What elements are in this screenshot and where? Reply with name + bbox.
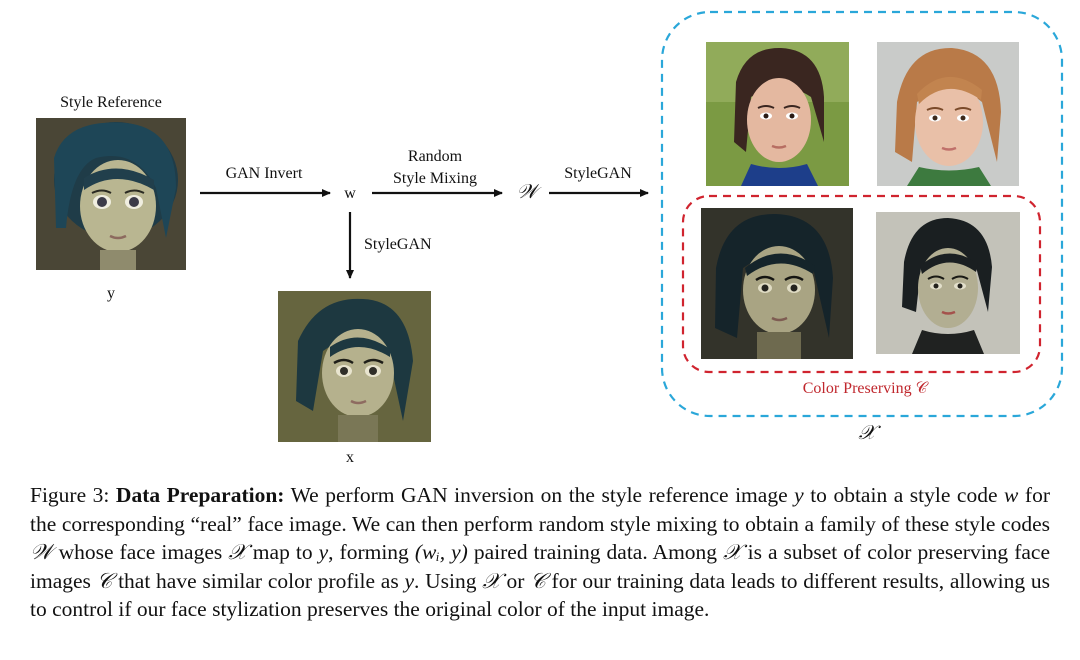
caption-math-y: y bbox=[404, 568, 414, 593]
style-reference-label: Style Reference bbox=[60, 94, 162, 111]
diagram-lines bbox=[200, 10, 1064, 418]
caption-text: to obtain a style code bbox=[803, 483, 1005, 507]
caption-text: for the corresponding “real” face image.… bbox=[30, 483, 1050, 536]
color-preserving-label: Color Preserving 𝒞 bbox=[802, 380, 928, 397]
gan-invert-label: GAN Invert bbox=[225, 165, 303, 182]
caption-text: . Using bbox=[413, 568, 483, 593]
caption-math-C: 𝒞 bbox=[530, 568, 546, 593]
x-label: x bbox=[346, 449, 354, 466]
real-face-1-image bbox=[706, 42, 849, 186]
caption-text: or bbox=[500, 568, 531, 593]
caption-title: Data Preparation: bbox=[115, 483, 285, 507]
figure-caption: Figure 3: Data Preparation: We perform G… bbox=[30, 481, 1050, 624]
W-symbol: 𝒲 bbox=[516, 181, 538, 203]
color-preserving-face-1-image bbox=[701, 208, 853, 359]
caption-text: map to bbox=[246, 540, 319, 564]
caption-math-pair: (wᵢ, y) bbox=[414, 540, 468, 564]
caption-math-W: 𝒲 bbox=[30, 540, 53, 564]
color-preserving-face-2-image bbox=[876, 212, 1020, 354]
style-mixing-label: Style Mixing bbox=[392, 170, 477, 187]
caption-text: whose face images bbox=[52, 540, 229, 564]
X-symbol: 𝒳 bbox=[858, 422, 876, 444]
color-preserving-dashed-box bbox=[681, 194, 1042, 374]
stylegan-down-label: StyleGAN bbox=[364, 236, 432, 253]
caption-text: We perform GAN inversion on the style re… bbox=[284, 483, 795, 507]
style-reference-image bbox=[36, 118, 186, 270]
caption-text: , forming bbox=[328, 540, 415, 564]
stylegan-output-x-image bbox=[278, 291, 431, 442]
w-label: w bbox=[344, 185, 356, 202]
caption-math-X: 𝒳 bbox=[723, 540, 742, 564]
caption-prefix: Figure 3: bbox=[30, 483, 116, 507]
real-face-2-image bbox=[877, 42, 1019, 186]
random-label: Random bbox=[407, 148, 463, 165]
x-set-dashed-box bbox=[660, 10, 1064, 418]
caption-math-X: 𝒳 bbox=[482, 568, 501, 593]
caption-math-X: 𝒳 bbox=[228, 540, 247, 564]
caption-math-w: w bbox=[1004, 483, 1019, 507]
stylegan-right-label: StyleGAN bbox=[564, 165, 632, 182]
caption-text: paired training data. Among bbox=[467, 540, 724, 564]
caption-text: is a subset of color preserving face ima… bbox=[30, 540, 1050, 593]
caption-math-C: 𝒞 bbox=[96, 568, 113, 593]
caption-math-y: y bbox=[318, 540, 329, 564]
caption-text: that have similar color profile as bbox=[112, 568, 405, 593]
y-label: y bbox=[107, 285, 115, 302]
caption-math-y: y bbox=[794, 483, 804, 507]
caption-text: for our training data leads to different… bbox=[30, 568, 1050, 622]
